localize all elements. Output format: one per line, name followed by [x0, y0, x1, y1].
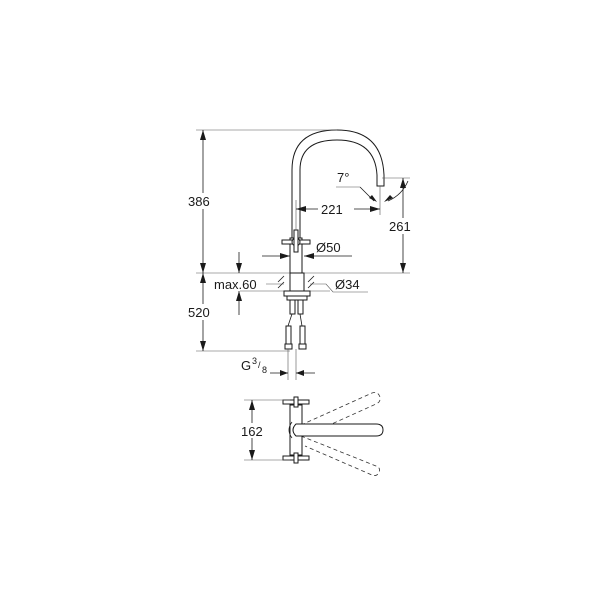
dim-spout-reach: 221 — [321, 202, 343, 217]
spout-top — [292, 423, 384, 437]
dim-max-countertop: max.60 — [214, 277, 257, 292]
spout — [291, 129, 385, 256]
side-view: 386 520 max.60 Ø50 Ø34 221 — [186, 129, 418, 380]
dim-thread-den: 8 — [262, 365, 267, 375]
dim-hole-diameter: Ø34 — [335, 277, 360, 292]
handle-vertical — [293, 229, 299, 253]
top-view: 162 — [240, 392, 384, 476]
dim-outlet-height: 261 — [389, 219, 411, 234]
shank — [289, 272, 305, 292]
dim-handle-diameter: Ø50 — [316, 240, 341, 255]
svg-text:/: / — [258, 360, 261, 370]
fixing-nut — [283, 290, 311, 297]
dim-spout-angle: 7° — [337, 170, 349, 185]
dim-thread-num: 3 — [252, 356, 257, 366]
supply-hoses — [284, 299, 307, 350]
dim-hose-length: 520 — [188, 305, 210, 320]
spout-swivel-up — [300, 392, 381, 437]
countertop-hatch — [277, 275, 315, 289]
fixing-washer — [286, 295, 308, 301]
dim-total-height: 386 — [188, 194, 210, 209]
dim-thread-g: G — [241, 358, 251, 373]
dim-handle-span: 162 — [241, 424, 263, 439]
spout-swivel-down — [300, 435, 380, 476]
